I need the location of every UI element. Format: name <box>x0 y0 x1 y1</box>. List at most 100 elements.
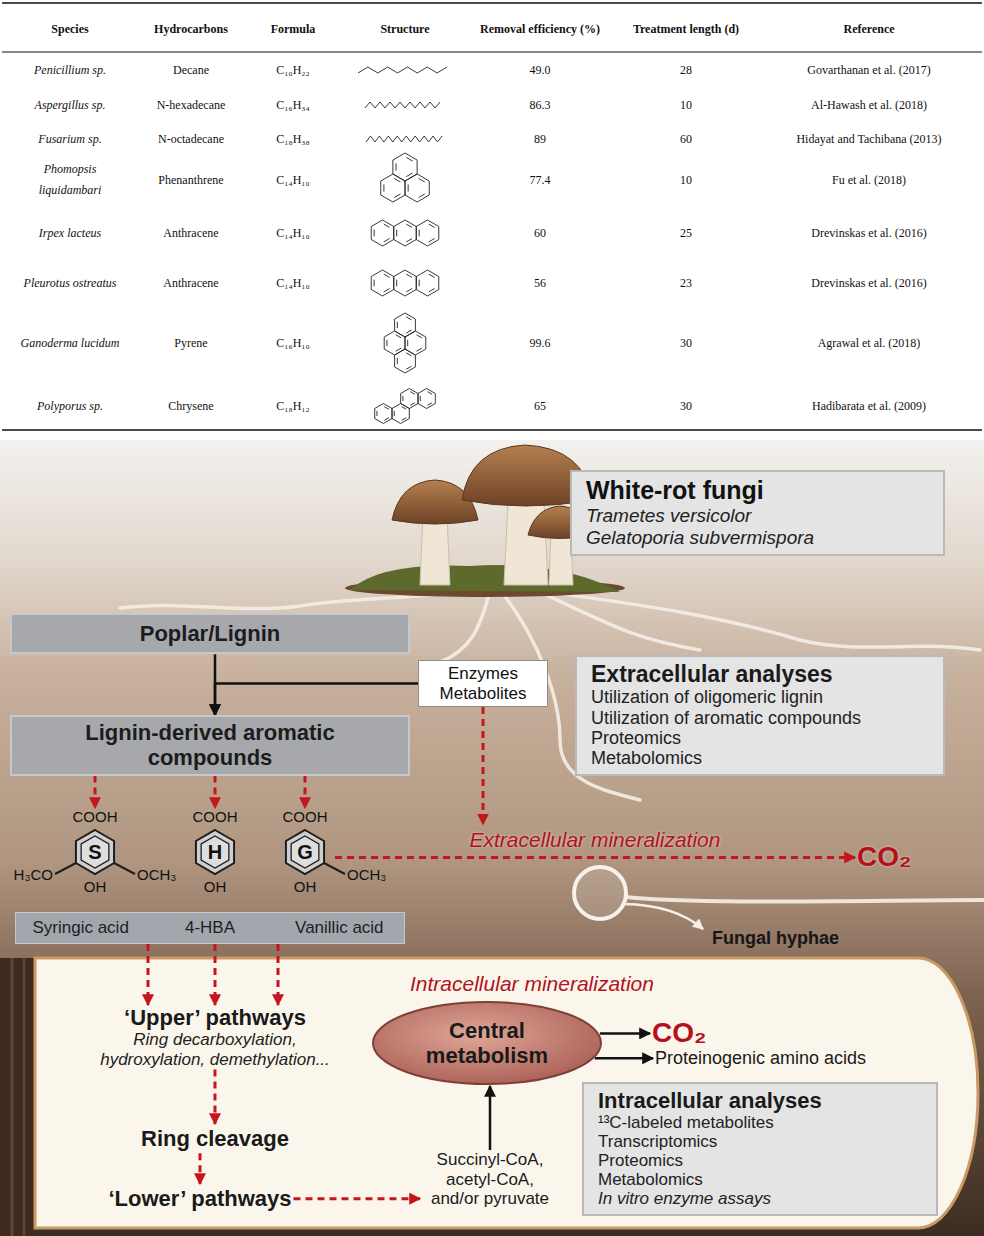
table-header: Hydrocarbons <box>154 22 228 37</box>
text-line: H <box>185 826 245 878</box>
table-cell: Irpex lacteus <box>39 226 101 241</box>
soil-ground <box>0 440 984 1236</box>
flow-arrow <box>595 1057 653 1060</box>
text-line: Proteomics <box>598 1151 922 1170</box>
table-cell: Agrawal et al. (2018) <box>818 336 921 351</box>
text-line: White-rot fungi <box>586 476 929 505</box>
node-text: Metabolomics <box>591 748 702 768</box>
chrysene-structure <box>375 389 436 424</box>
text-line: Lignin-derived aromatic compounds <box>72 720 348 771</box>
node-text: Enzymes Metabolites <box>440 664 527 703</box>
table-cell: C₁₈H₁₂ <box>276 399 309 414</box>
callout-label: Fungal hyphae <box>712 928 839 949</box>
table-cell: Fu et al. (2018) <box>832 173 906 188</box>
table-rule <box>2 429 982 431</box>
table-cell: 99.6 <box>530 336 551 351</box>
table-cell: 77.4 <box>530 173 551 188</box>
text-line: COOH <box>73 808 118 826</box>
compound-band: Syringic acid4-HBAVanillic acid <box>15 912 405 944</box>
table-header: Structure <box>380 22 429 37</box>
table-cell: Hidayat and Tachibana (2013) <box>796 132 941 147</box>
metabolism-ellipse: Central metabolism <box>371 1000 603 1086</box>
table-header: Treatment length (d) <box>633 22 739 37</box>
node-text: Vanillic acid <box>295 918 384 937</box>
dashed-flow-arrow <box>293 1197 420 1200</box>
alkane-structure <box>366 136 442 142</box>
node-text: Gelatoporia subvermispora <box>586 527 814 548</box>
table-cell: Aspergillus sp. <box>35 98 106 113</box>
table-cell: N-hexadecane <box>157 98 226 113</box>
node-text: Transcriptomics <box>598 1132 717 1151</box>
analysis-box: Extracellular analysesUtilization of oli… <box>575 655 945 776</box>
node-text: Ring cleavage <box>141 1126 289 1151</box>
table-cell: 23 <box>680 276 692 291</box>
node-text: CO₂ <box>857 841 911 872</box>
text-line: ‘Upper’ pathways <box>95 1005 335 1030</box>
dashed-flow-arrow <box>335 856 855 859</box>
table-cell: 30 <box>680 399 692 414</box>
node-text: Extracellular analyses <box>591 661 833 687</box>
anthracene-structure <box>371 270 439 296</box>
text-line: Vanillic acid <box>275 913 404 943</box>
alkane-structure <box>358 67 447 73</box>
table-rule <box>2 52 982 53</box>
node-text: Succinyl-CoA, acetyl-CoA, and/or pyruvat… <box>431 1150 549 1208</box>
node-text: ‘Lower’ pathways <box>109 1186 292 1211</box>
text-line: Syringic acid <box>16 913 145 943</box>
dashed-flow-arrow <box>198 1153 201 1184</box>
node-text: Utilization of oligomeric lignin <box>591 687 823 707</box>
node-text: OH <box>84 878 107 895</box>
dashed-flow-arrow <box>94 776 97 808</box>
table-cell: C₁₄H₁₀ <box>276 226 309 241</box>
node-text: COOH <box>193 808 238 825</box>
product-label: Proteinogenic amino acids <box>653 1046 868 1071</box>
source-box: Poplar/Lignin <box>10 613 410 654</box>
node-text: Proteomics <box>598 1151 683 1170</box>
table-cell: Pyrene <box>174 336 207 351</box>
node-text: OH <box>294 878 317 895</box>
table-cell: Anthracene <box>163 276 218 291</box>
table-cell: C₁₄H₁₀ <box>276 173 309 188</box>
node-text: ‘Upper’ pathways <box>124 1005 306 1030</box>
dashed-flow-arrow <box>147 944 150 1005</box>
text-line: OH <box>294 878 317 896</box>
node-text: Proteinogenic amino acids <box>655 1048 866 1068</box>
text-line: Transcriptomics <box>598 1132 922 1151</box>
node-text: Metabolomics <box>598 1170 703 1189</box>
table-cell: 60 <box>534 226 546 241</box>
table-cell: Phomopsis liquidambari <box>20 159 120 201</box>
text-line: S <box>65 826 125 878</box>
node-text: S <box>65 826 125 878</box>
table-cell: Chrysene <box>168 399 213 414</box>
table-header: Formula <box>271 22 316 37</box>
text-line: ¹³C-labeled metabolites <box>598 1113 922 1132</box>
table-cell: C₁₀H₂₂ <box>276 63 309 78</box>
dashed-flow-arrow <box>214 944 217 1005</box>
analysis-box: Intracellular analyses¹³C-labeled metabo… <box>582 1082 938 1216</box>
fungal-root <box>540 592 700 650</box>
table-cell: 28 <box>680 63 692 78</box>
molecule: COOHSOH <box>65 808 125 896</box>
table-cell: 25 <box>680 226 692 241</box>
table-cell: 49.0 <box>530 63 551 78</box>
organism-box: White-rot fungiTrametes versicolorGelato… <box>570 470 945 556</box>
table-cell: Pleurotus ostreatus <box>24 276 117 291</box>
hypha-cell-region: Intracellular mineralization‘Upper’ path… <box>35 958 978 1228</box>
table-cell: 65 <box>534 399 546 414</box>
text-line: Utilization of aromatic compounds <box>591 708 929 728</box>
fungal-root <box>520 588 980 650</box>
text-line: Succinyl-CoA, acetyl-CoA, and/or pyruvat… <box>420 1150 560 1209</box>
table-rule <box>2 2 982 4</box>
text-line: OH <box>84 878 107 896</box>
table-header: Species <box>51 22 88 37</box>
cell-wall-stripe <box>23 958 26 1236</box>
table-cell: 10 <box>680 98 692 113</box>
node-text: Proteomics <box>591 728 681 748</box>
table-cell: Decane <box>173 63 209 78</box>
text-line: Intracellular analyses <box>598 1088 922 1113</box>
text-line: COOH <box>193 808 238 826</box>
text-line: Extracellular analyses <box>591 661 929 687</box>
table-cell: 30 <box>680 336 692 351</box>
table-cell: 56 <box>534 276 546 291</box>
table-cell: Phenanthrene <box>158 173 223 188</box>
